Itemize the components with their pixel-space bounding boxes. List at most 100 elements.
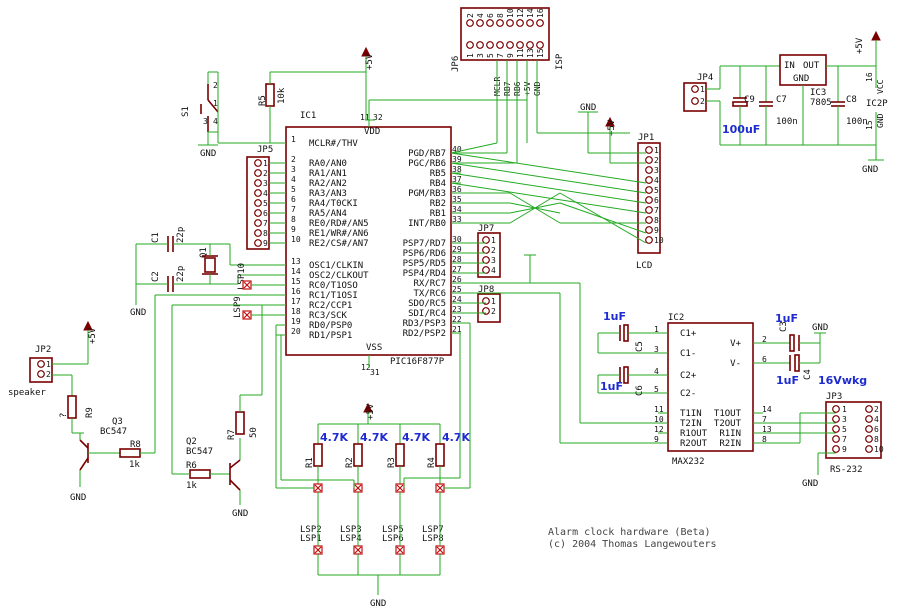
connector-pin — [645, 166, 653, 174]
c5-value: 1uF — [603, 310, 626, 323]
ic1-pin-num: 22 — [452, 315, 462, 324]
connector-pin-num: 3 — [654, 166, 659, 175]
jp2-label: speaker — [8, 388, 47, 398]
ic1-pin-name: RE2/CS#/AN7 — [309, 239, 369, 249]
ic1-pin-name: PSP5/RD5 — [403, 259, 446, 269]
r9-ref: R9 — [85, 407, 95, 418]
ic2-pin-name: V- — [730, 359, 741, 369]
connector-pin — [832, 405, 840, 413]
svg-text:1: 1 — [213, 99, 218, 108]
ic2-pin-num: 9 — [654, 435, 659, 444]
connector-pin — [254, 179, 262, 187]
ic1-pin-name: PSP7/RD7 — [403, 239, 446, 249]
s1-ref: S1 — [181, 106, 191, 117]
ic1-pin-name: RD3/PSP3 — [403, 319, 446, 329]
svg-text:2: 2 — [213, 81, 218, 90]
connector-pin-num: 2 — [491, 307, 496, 316]
connector-pin — [536, 41, 544, 49]
pullup-ref: R2 — [345, 457, 355, 468]
ic2-pin-num: 4 — [654, 367, 659, 376]
ic3-part: 7805 — [810, 98, 832, 108]
connector-pin — [645, 156, 653, 164]
svg-text:3: 3 — [203, 117, 208, 126]
jp8-connector: JP8 12 — [477, 285, 501, 323]
pullup-value: 4.7K — [360, 431, 388, 444]
c4-ref: C4 — [803, 369, 813, 380]
connector-pin — [645, 196, 653, 204]
ic1-pin-num: 29 — [452, 245, 462, 254]
ic1-pin-num: 4 — [291, 175, 296, 184]
ic2-pin-name: C1- — [680, 349, 696, 359]
ic1-pin-name: RE0/RD#/AN5 — [309, 219, 369, 229]
connector-pin — [37, 370, 45, 378]
connector-pin — [645, 236, 653, 244]
jp1-gnd: GND — [580, 103, 596, 113]
lsp-ref: LSP6 — [382, 534, 404, 544]
connector-pin — [476, 19, 484, 27]
jp3-ref: JP3 — [826, 392, 842, 402]
ic1-pin-num: 9 — [291, 225, 296, 234]
ic1-pin-name: RC3/SCK — [309, 311, 348, 321]
r7-value: 50 — [249, 427, 259, 438]
ps-vcc: +5V — [855, 37, 865, 54]
lsp-ref: LSP1 — [300, 534, 322, 544]
ic1-pin-num: 33 — [452, 215, 462, 224]
r8-ref: R8 — [130, 440, 141, 450]
connector-pin-num: 2 — [263, 169, 268, 178]
ic1-pin-name: MCLR#/THV — [309, 139, 358, 149]
connector-pin-num: 4 — [476, 13, 485, 18]
connector-pin — [516, 41, 524, 49]
connector-pin — [645, 206, 653, 214]
oscillator: C1 22p C2 22p GND Q1 — [130, 227, 286, 318]
c3-value: 1uF — [775, 312, 798, 325]
ic1-pin-32: 32 — [373, 113, 383, 122]
c9-ref: C9 — [744, 95, 755, 105]
ic1-pin-num: 6 — [291, 195, 296, 204]
ic1-pin-name: RC1/T1OSI — [309, 291, 358, 301]
jp4-ref: JP4 — [697, 73, 713, 83]
connector-pin — [645, 176, 653, 184]
jp5-ref: JP5 — [257, 145, 273, 155]
ic1-pin-num: 19 — [291, 317, 301, 326]
ic1-right-pins: 40PGD/RB739PGC/RB638RB537RB436PGM/RB335R… — [403, 145, 462, 339]
connector-pin-num: 4 — [263, 189, 268, 198]
connector-pin-num: 2 — [46, 370, 51, 379]
signal-wires — [269, 60, 668, 488]
connector-pin — [254, 219, 262, 227]
ic2-pin-name: C2- — [680, 389, 696, 399]
ic1-pin-num: 8 — [291, 215, 296, 224]
jp3-label: RS-232 — [830, 465, 863, 475]
ic1-pin-num: 36 — [452, 185, 462, 194]
ic1-pin-12: 12 — [361, 363, 371, 372]
lsp-ref: LSP2 — [300, 525, 322, 535]
ic2p-gnd: GND — [876, 113, 885, 128]
connector-pin — [496, 19, 504, 27]
connector-pin-num: 16 — [536, 8, 545, 18]
ic1-vdd: VDD — [364, 127, 380, 137]
connector-pin-num: 7 — [496, 53, 505, 58]
ic1-pin-name: RC2/CCP1 — [309, 301, 352, 311]
pullup-value: 4.7K — [402, 431, 430, 444]
connector-pin — [482, 297, 490, 305]
ic1-pin-11: 11 — [360, 113, 370, 122]
ic2-pin-num: 10 — [654, 415, 664, 424]
connector-pin — [37, 360, 45, 368]
footer-title: Alarm clock hardware (Beta) — [548, 527, 711, 538]
ic1-pin-num: 15 — [291, 277, 301, 286]
connector-pin-num: 13 — [526, 48, 535, 58]
connector-pin-num: 14 — [526, 8, 535, 18]
connector-pin — [645, 226, 653, 234]
c6-value: 1uF — [600, 380, 623, 393]
r8-value: 1k — [129, 460, 140, 470]
ic2-pin-name: R2IN — [719, 439, 741, 449]
c8-ref: C8 — [846, 95, 857, 105]
ic1-pin-num: 27 — [452, 265, 462, 274]
ic1-pin-num: 30 — [452, 235, 462, 244]
s1-gnd: GND — [200, 149, 216, 159]
ic2-pin-num: 5 — [654, 385, 659, 394]
